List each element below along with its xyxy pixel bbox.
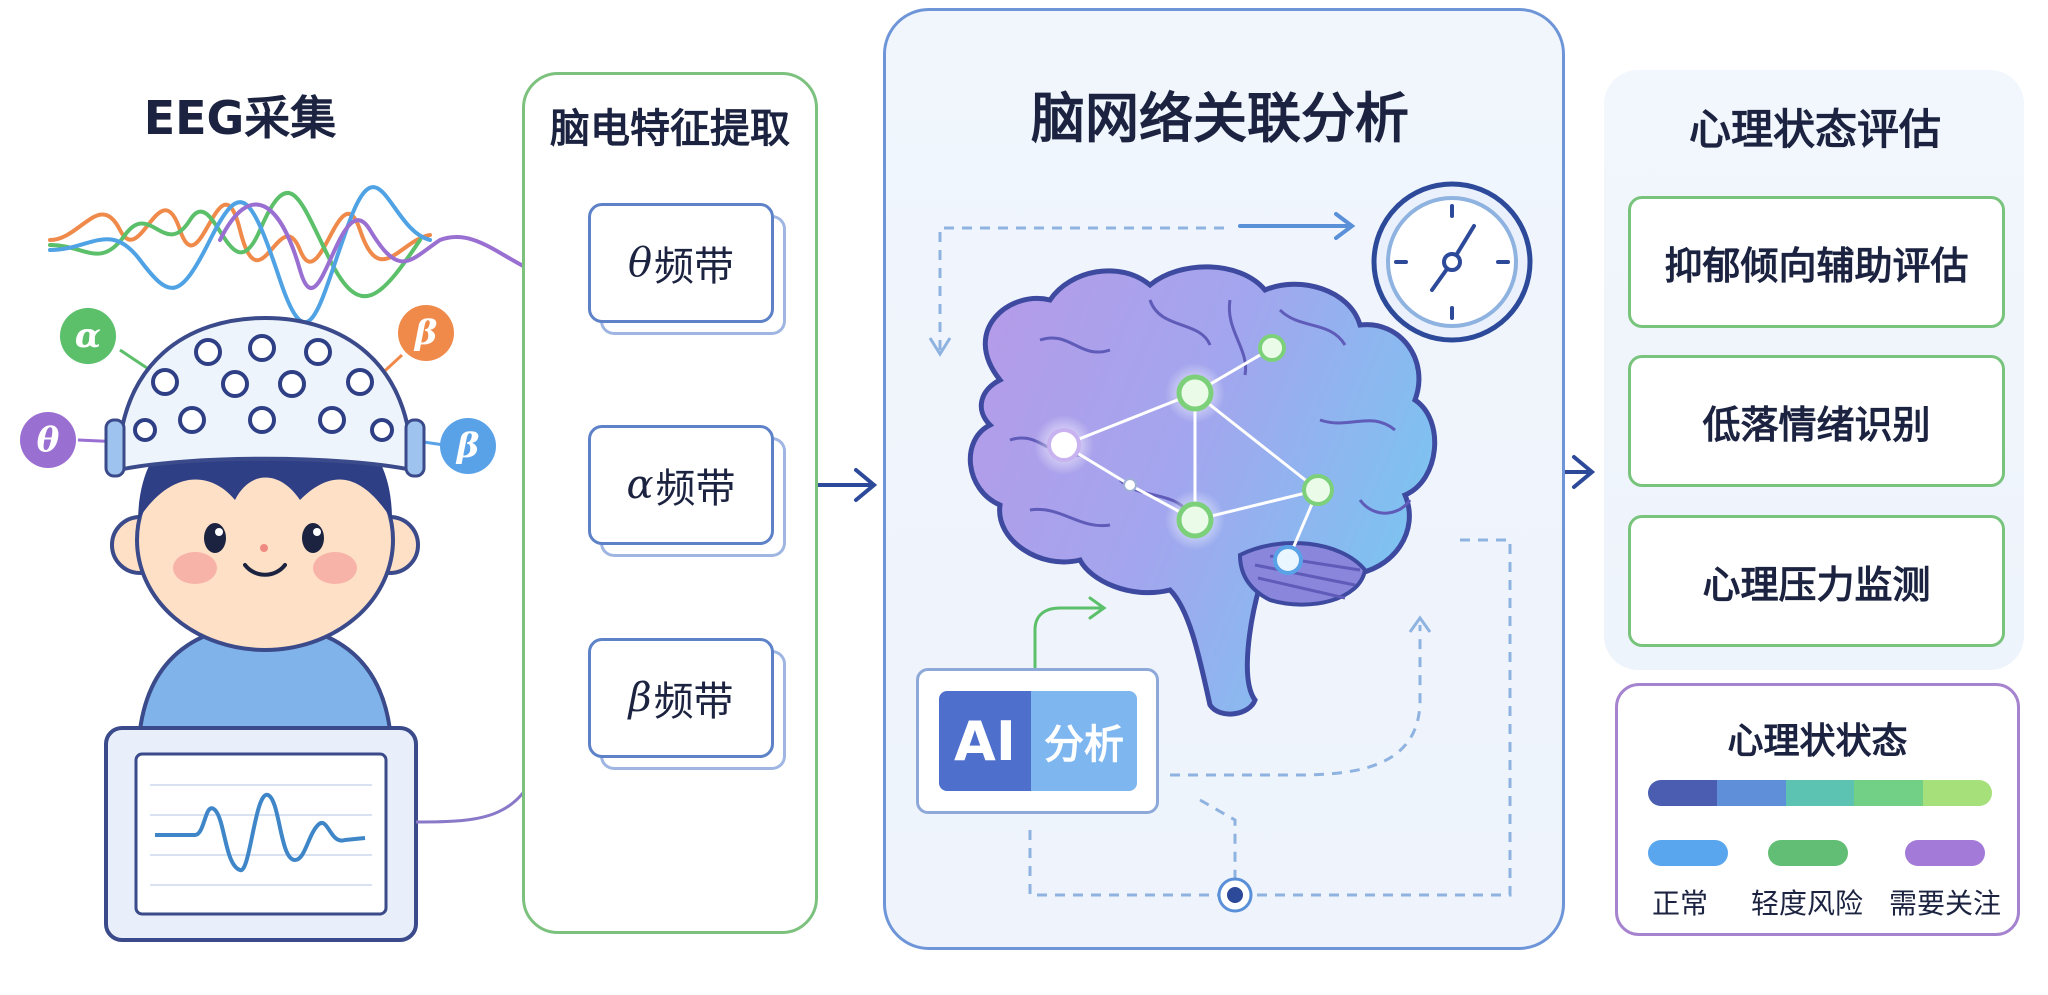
legend-label-normal: 正常 xyxy=(1651,887,1708,920)
stress-monitoring-card: 心理压力监测 xyxy=(1628,515,2005,647)
eeg-acquisition-title: EEG采集 xyxy=(143,91,337,145)
spectrum-segment xyxy=(1785,780,1855,806)
beta-badge-icon: β xyxy=(398,305,454,361)
low-mood-recognition-card: 低落情绪识别 xyxy=(1628,355,2005,487)
legend-label-mild-risk: 轻度风险 xyxy=(1750,887,1863,920)
legend-pill-normal xyxy=(1648,840,1728,866)
ai-label: AI xyxy=(939,691,1031,791)
band-label: 频带 xyxy=(654,244,735,290)
theta-badge-icon: θ xyxy=(20,412,76,468)
target-node-icon xyxy=(1217,877,1253,913)
raw-eeg-waves-icon xyxy=(48,185,562,325)
spectrum-segment xyxy=(1923,780,1992,806)
beta-badge-icon: β xyxy=(440,418,496,474)
band-label: 频带 xyxy=(653,679,734,725)
band-symbol: θ xyxy=(627,240,653,286)
spectrum-segment xyxy=(1716,780,1786,806)
eeg-monitor-icon xyxy=(104,726,418,942)
band-symbol: α xyxy=(626,462,654,508)
child-avatar-icon xyxy=(104,315,426,732)
spectrum-segment xyxy=(1648,780,1717,806)
legend-pill-mild-risk xyxy=(1768,840,1848,866)
ai-analysis-label: 分析 xyxy=(1031,691,1137,791)
state-spectrum-bar xyxy=(1648,780,1992,806)
band-symbol: β xyxy=(628,675,652,721)
legend-pill-attention xyxy=(1905,840,1985,866)
alpha-badge-icon: α xyxy=(60,308,116,364)
clock-icon xyxy=(1371,181,1533,343)
ai-analysis-box: AI 分析 xyxy=(916,668,1159,814)
spectrum-segment xyxy=(1854,780,1924,806)
brain-icon xyxy=(967,264,1438,717)
mental-state-panel xyxy=(1615,683,2020,936)
legend-label-attention: 需要关注 xyxy=(1888,887,2001,920)
mental-state-title: 心理状状态 xyxy=(1727,721,1908,762)
network-analysis-title: 脑网络关联分析 xyxy=(1031,87,1409,150)
feature-extraction-title: 脑电特征提取 xyxy=(550,106,790,152)
band-label: 频带 xyxy=(655,466,736,512)
assessment-title: 心理状态评估 xyxy=(1688,105,1941,154)
depression-assessment-card: 抑郁倾向辅助评估 xyxy=(1628,196,2005,328)
